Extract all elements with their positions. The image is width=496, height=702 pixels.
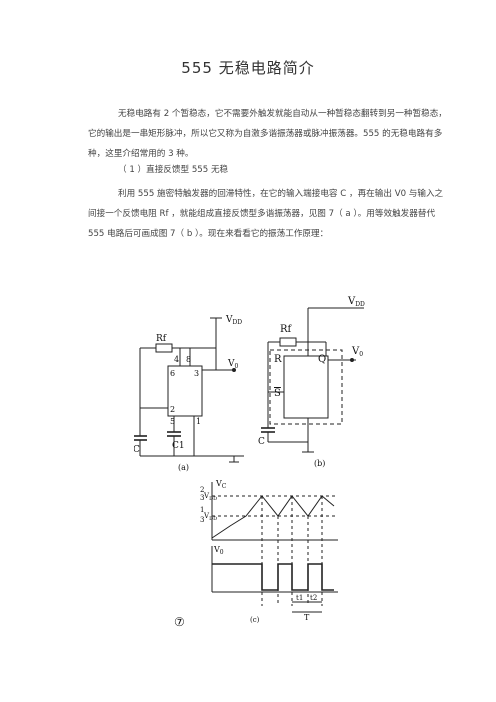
label-vo-b: V0 (351, 346, 363, 358)
flipflop-dashed-box (269, 349, 343, 425)
frac-1: 1 (200, 506, 204, 514)
label-s-bar: S (274, 388, 281, 399)
label-vdd-c2: VDD (203, 512, 217, 522)
label-vdd-c1: VDD (203, 492, 217, 502)
label-vo-c: V0 (213, 545, 224, 556)
pin-1: 1 (196, 417, 201, 426)
label-c: C (134, 445, 140, 455)
resistor-rf (155, 343, 173, 353)
label-rf: Rf (156, 334, 167, 344)
figure-b: Rf VDD R Q V0 S C (b) (256, 292, 376, 472)
figure-number-mark: ⑦ (174, 615, 185, 629)
caption-a: (a) (178, 463, 189, 472)
label-t2: t2 (310, 594, 317, 602)
pin-4: 4 (174, 355, 179, 364)
pin-6: 6 (170, 369, 175, 378)
label-vdd-b: VDD (347, 296, 365, 308)
label-c1: C1 (172, 441, 185, 451)
label-t1: t1 (296, 594, 303, 602)
pin-2: 2 (170, 405, 175, 414)
label-c-b: C (258, 437, 265, 447)
frac-2: 2 (200, 486, 204, 494)
figure-c-waveforms: VC 2 3 VDD 1 3 VDD V0 t1 t2 T (c) ⑦ (170, 476, 350, 632)
vo-waveform (212, 563, 334, 591)
paragraph-principle: 利用 555 施密特触发器的回滞特性，在它的输入端接电容 C ，再在输出 V0 … (88, 189, 444, 239)
paragraph-intro: 无稳电路有 2 个暂稳态，它不需要外触发就能自动从一种暂稳态翻转到另一种暂稳态，… (88, 109, 447, 159)
frac-3-top: 3 (200, 494, 204, 502)
document-title: 555 无稳电路简介 (181, 59, 315, 77)
flipflop-box (283, 355, 329, 419)
label-period: T (304, 613, 310, 622)
label-rf-b: Rf (280, 324, 293, 335)
figure-a: Rf VDD V0 4 8 6 3 2 5 1 C C1 (a) (133, 308, 252, 472)
label-vo: V0 (227, 359, 239, 370)
label-vdd: VDD (225, 315, 242, 326)
pin-8: 8 (186, 355, 191, 364)
caption-c: (c) (250, 616, 260, 624)
caption-b: (b) (314, 459, 325, 468)
vc-waveform (211, 495, 335, 539)
frac-3-bottom: 3 (200, 516, 204, 524)
pin-5: 5 (170, 417, 175, 426)
pin-3: 3 (194, 369, 199, 378)
label-vc: VC (215, 479, 227, 490)
resistor-rf-b (279, 337, 297, 347)
ic-555-box (167, 365, 203, 417)
label-r: R (274, 354, 282, 365)
label-q: Q (318, 354, 326, 365)
section-heading: （ 1 ）直接反馈型 555 无稳 (118, 165, 229, 175)
